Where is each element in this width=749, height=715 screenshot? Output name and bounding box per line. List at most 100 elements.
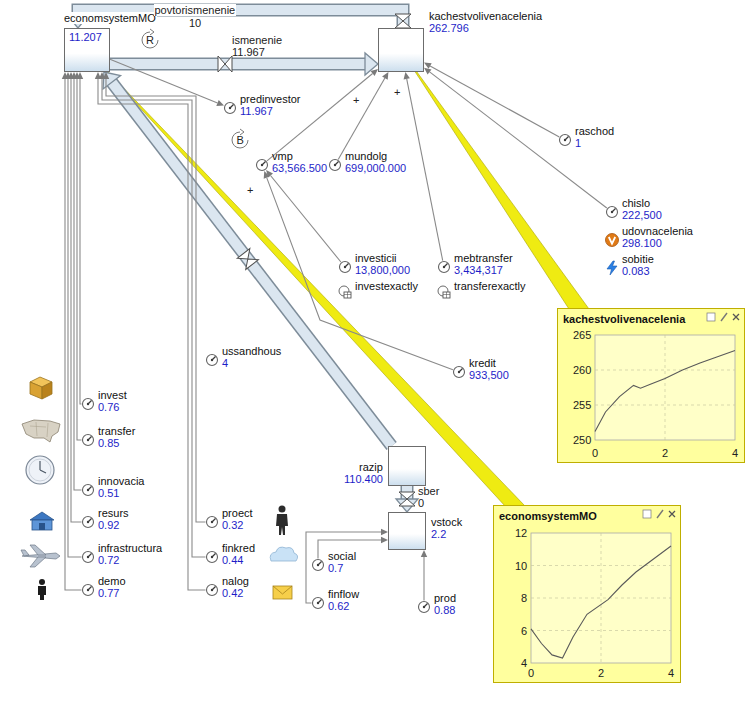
variable-dot xyxy=(87,521,89,523)
variable-circle xyxy=(454,367,465,378)
panel-button xyxy=(721,313,727,321)
variable-icon xyxy=(606,234,618,246)
variable-circle xyxy=(83,552,94,563)
variable-name: finkred xyxy=(222,542,255,554)
variable-value: 0.92 xyxy=(98,519,119,531)
variable-dot xyxy=(211,521,213,523)
variable-circle xyxy=(83,517,94,528)
event-icon xyxy=(607,261,617,275)
variable-node: investexactly xyxy=(339,286,351,298)
link-line xyxy=(267,178,453,370)
variable-node: transferexactly xyxy=(438,286,450,298)
variable-dot xyxy=(87,589,89,591)
variable-value: 933,500 xyxy=(469,369,509,381)
stock-box: vstock2.2 xyxy=(388,512,426,550)
dependency-link xyxy=(103,72,206,522)
link-line xyxy=(68,79,82,557)
axis-tick: 6 xyxy=(521,625,527,637)
flow-valve xyxy=(395,14,411,28)
variable-name: demo xyxy=(98,575,126,587)
variable-circle xyxy=(83,485,94,496)
dynamic-glyph xyxy=(609,237,615,244)
variable-dot xyxy=(334,164,336,166)
flow-name: sber xyxy=(418,485,439,497)
variable-circle xyxy=(207,585,218,596)
variable-name: mebtransfer xyxy=(454,252,513,264)
stock-value: 2.2 xyxy=(431,528,446,540)
variable-icon xyxy=(206,516,218,528)
variable-circle xyxy=(257,160,268,171)
variable-value: 63,566.500 xyxy=(272,162,327,174)
stock-value: 110.400 xyxy=(344,473,383,485)
variable-dot xyxy=(317,564,319,566)
variable-dot xyxy=(87,439,89,441)
dependency-link xyxy=(267,69,378,161)
variable-icon xyxy=(82,584,94,596)
variable-node: proect0.32 xyxy=(206,516,218,528)
panel-button xyxy=(707,313,715,321)
stock-value: 11.207 xyxy=(69,31,102,43)
stock-name: razip xyxy=(359,461,383,473)
link-line xyxy=(306,532,381,603)
variable-value: 0.7 xyxy=(328,562,343,574)
valve-half xyxy=(218,56,225,72)
variable-icon xyxy=(329,159,341,171)
axis-tick: 265 xyxy=(573,329,591,341)
variable-name: investicii xyxy=(355,252,397,264)
variable-name: mundolg xyxy=(345,150,387,162)
variable-circle xyxy=(439,262,450,273)
link-arrowhead xyxy=(264,171,270,179)
axis-tick: 2 xyxy=(598,667,604,679)
link-arrowhead xyxy=(95,72,101,79)
variable-node: finkred0.44 xyxy=(206,551,218,563)
axis-tick: 255 xyxy=(573,399,591,411)
link-line xyxy=(271,176,341,263)
axis-tick: 260 xyxy=(573,364,591,376)
flow-valve xyxy=(218,56,232,72)
variable-value: 11.967 xyxy=(240,105,273,117)
variable-node: infrastructura0.72 xyxy=(82,551,94,563)
variable-name: kredit xyxy=(469,357,496,369)
variable-value: 0.083 xyxy=(622,265,650,277)
link-line xyxy=(74,79,82,490)
variable-name: raschod xyxy=(575,125,614,137)
link-line xyxy=(80,79,82,404)
link-line xyxy=(110,59,218,103)
variable-dot xyxy=(458,371,460,373)
variable-value: 0.77 xyxy=(98,587,119,599)
variable-name: social xyxy=(328,550,356,562)
cube-icon xyxy=(30,377,52,399)
panel-close xyxy=(733,314,739,320)
link-arrowhead xyxy=(381,537,388,543)
cloud-icon xyxy=(270,547,297,561)
axis-tick: 0 xyxy=(528,667,534,679)
variable-circle xyxy=(207,517,218,528)
flow-valve xyxy=(237,249,258,270)
link-line xyxy=(338,78,385,159)
valve-half xyxy=(399,492,415,499)
variable-icon xyxy=(559,134,571,146)
variable-node: demo0.77 xyxy=(82,584,94,596)
loop-letter: B xyxy=(237,134,244,146)
pipe-outline xyxy=(112,82,392,446)
dependency-link xyxy=(338,72,388,159)
grid-line xyxy=(595,370,735,371)
link-arrowhead xyxy=(424,68,432,75)
flow-layer xyxy=(67,10,418,512)
variable-dot xyxy=(564,139,566,141)
variable-circle xyxy=(313,560,324,571)
variable-value: 13,800,000 xyxy=(355,264,410,276)
link-line xyxy=(77,79,82,440)
dependency-link xyxy=(424,63,559,137)
flow-pipe xyxy=(103,72,392,446)
variable-node: chislo222,500 xyxy=(606,206,618,218)
axis-tick: 12 xyxy=(515,527,527,539)
valve-half xyxy=(395,14,411,21)
variable-value: 3,434,317 xyxy=(454,264,503,276)
variable-value: 0.44 xyxy=(222,554,243,566)
variable-value: 222,500 xyxy=(622,209,662,221)
polarity-sign: + xyxy=(247,184,253,196)
variable-circle xyxy=(607,207,618,218)
dependency-link xyxy=(110,59,224,106)
